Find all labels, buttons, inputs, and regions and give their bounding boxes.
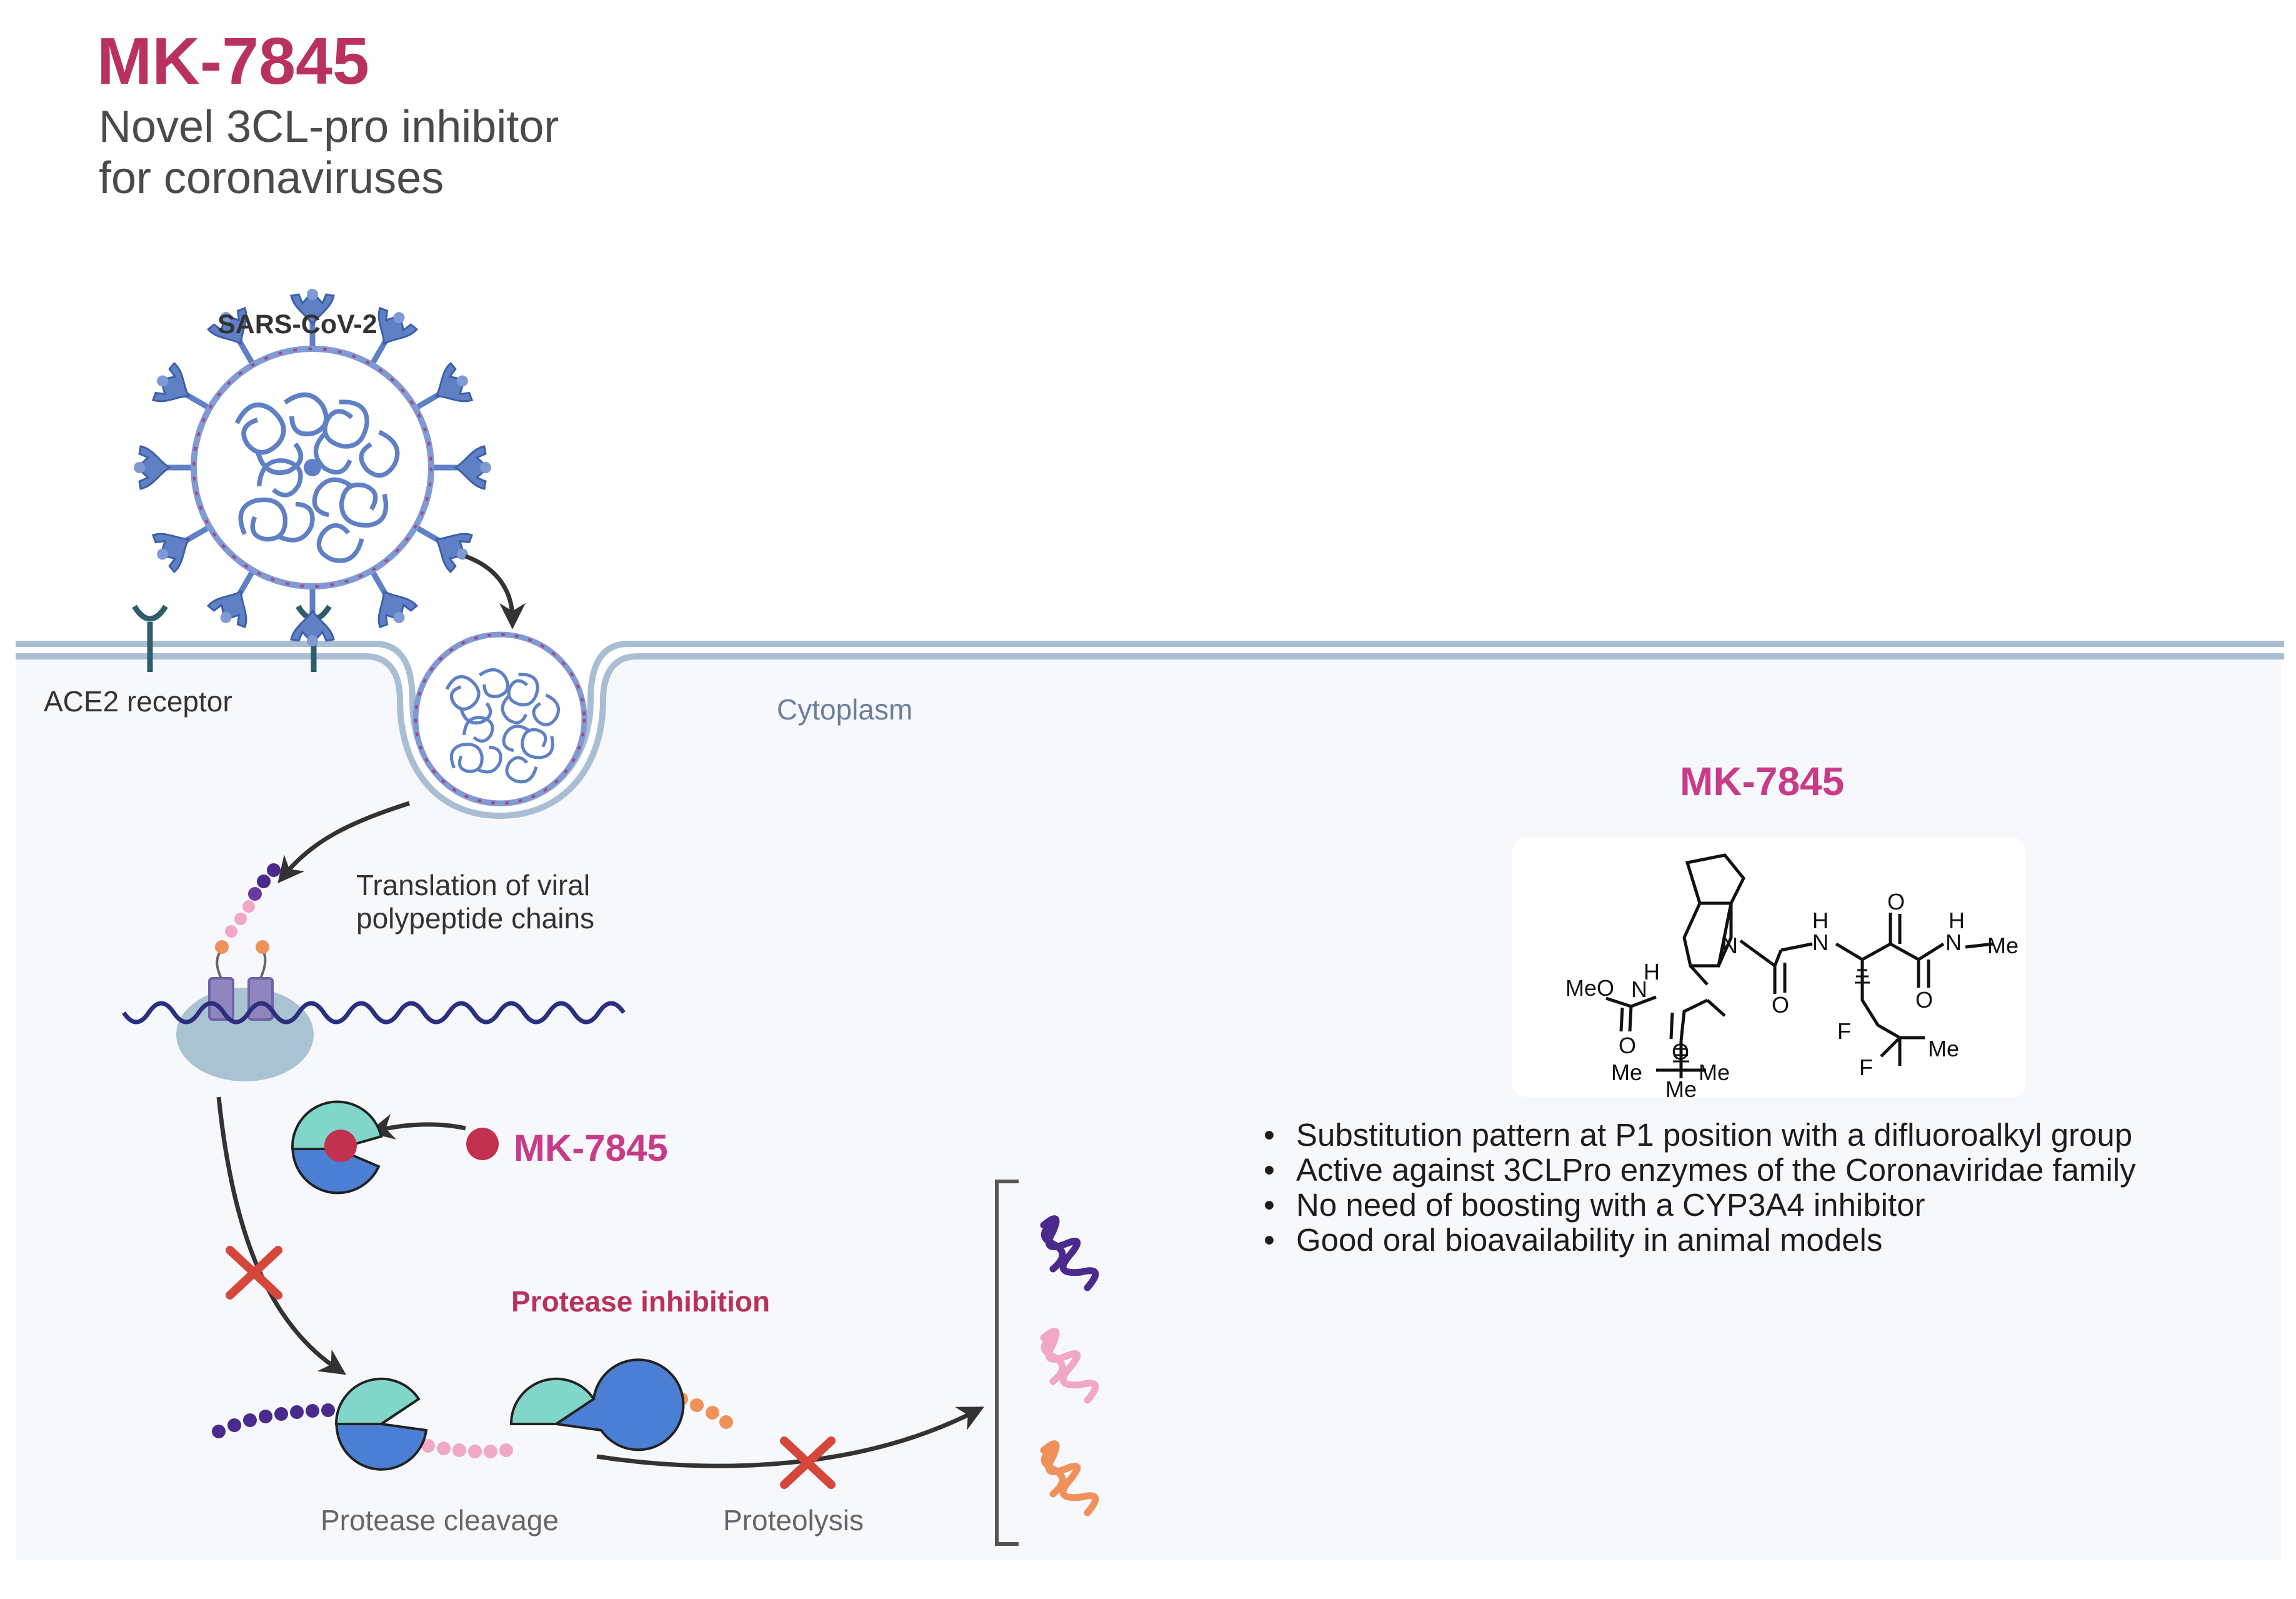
flow-arrows: [216, 554, 984, 1468]
atom-nh-left-n: N: [1631, 976, 1647, 1002]
atom-o-carbamate: O: [1619, 1033, 1636, 1058]
virus-label: SARS-CoV-2: [217, 309, 377, 339]
compound-name: MK-7845: [1680, 759, 1845, 804]
atom-me-cf: Me: [1928, 1036, 1959, 1061]
protease-inhibition-label: Protease inhibition: [511, 1285, 771, 1318]
receptor-label: ACE2 receptor: [44, 685, 232, 718]
translation-label: Translation of viral polypeptide chains: [356, 869, 594, 935]
atom-n-ring: N: [1722, 933, 1738, 958]
inhibitor-molecule-icon: [466, 1128, 499, 1160]
protease-inhibitor-complex-icon: [291, 1100, 383, 1195]
blocked-cross-icon: [226, 1246, 836, 1489]
atom-me2: Me: [1665, 1076, 1697, 1102]
stereo-hash-bonds: [1673, 966, 1870, 1063]
subtitle-line-2: for coronaviruses: [99, 153, 444, 203]
feature-item: Substitution pattern at P1 position with…: [1264, 1118, 2136, 1153]
atom-me-n: Me: [1987, 933, 2019, 958]
endosome-virus-icon: [412, 631, 587, 806]
subtitle-line-1: Novel 3CL-pro inhibitor: [99, 102, 559, 152]
virus-icon: [134, 289, 491, 646]
page-title: MK-7845: [97, 24, 369, 98]
cytoplasm-label: Cytoplasm: [777, 693, 913, 726]
feature-item: Good oral bioavailability in animal mode…: [1264, 1223, 2136, 1258]
atom-me1: Me: [1611, 1060, 1642, 1085]
atom-nh-right-n: N: [1945, 930, 1962, 955]
atom-f2: F: [1859, 1055, 1873, 1080]
atom-nh-right-h: H: [1949, 908, 1965, 933]
atom-o-amide3: O: [1915, 987, 1933, 1013]
atom-o-amide2: O: [1772, 992, 1789, 1018]
proteolysis-label: Proteolysis: [723, 1504, 864, 1536]
feature-item: No need of boosting with a CYP3A4 inhibi…: [1264, 1188, 2136, 1223]
feature-item: Active against 3CLPro enzymes of the Cor…: [1264, 1153, 2136, 1188]
atom-o-keto: O: [1887, 889, 1905, 915]
polyprotein-cleavage-icon: [212, 1358, 733, 1471]
translation-line-1: Translation of viral: [356, 869, 591, 901]
inhibitor-label: MK-7845: [514, 1127, 668, 1169]
atom-me3: Me: [1699, 1060, 1730, 1085]
structure-atom-labels: MeO H N O N O O H N O O H N Me Me Me Me …: [1565, 889, 2019, 1102]
ribosome-icon: [176, 863, 314, 1081]
atom-meo: MeO: [1565, 975, 1614, 1001]
structure-card: [1512, 838, 2026, 1097]
atom-f1: F: [1837, 1018, 1851, 1044]
atom-nh-mid-h: H: [1812, 908, 1829, 933]
atom-o-amide1: O: [1672, 1039, 1689, 1065]
feature-list: Substitution pattern at P1 position with…: [1264, 1118, 2136, 1258]
products-bracket: [995, 1180, 1019, 1546]
mrna-strand: [122, 1001, 626, 1025]
atom-nh-mid-n: N: [1812, 930, 1829, 955]
page-subtitle: Novel 3CL-pro inhibitor for coronaviruse…: [99, 101, 559, 204]
atom-nh-left-h: H: [1644, 959, 1660, 985]
protease-cleavage-label: Protease cleavage: [321, 1504, 559, 1536]
translation-line-2: polypeptide chains: [356, 902, 595, 935]
